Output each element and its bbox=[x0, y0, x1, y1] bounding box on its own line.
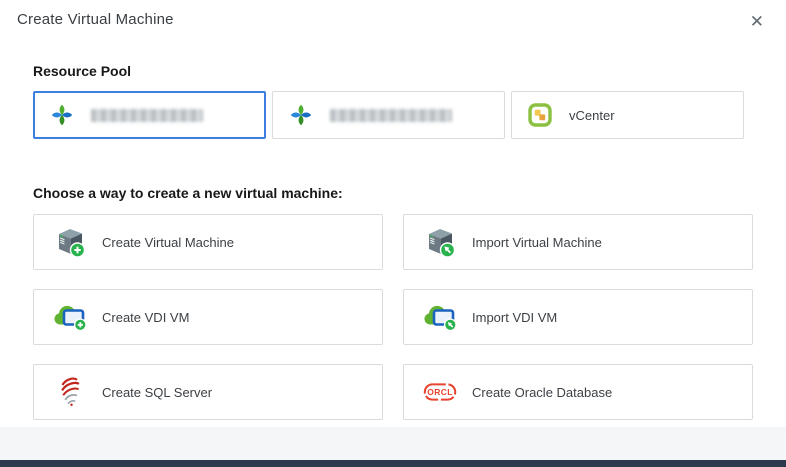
option-label: Create Oracle Database bbox=[472, 384, 613, 400]
cluster-icon bbox=[289, 103, 313, 127]
vdi-import-icon bbox=[423, 301, 457, 333]
redacted-resource-pool-name bbox=[330, 108, 452, 122]
vdi-create-icon bbox=[53, 301, 87, 333]
resource-pool-label: vCenter bbox=[569, 107, 615, 123]
taskbar-edge bbox=[0, 460, 786, 467]
oracle-icon: ORCL bbox=[423, 376, 457, 408]
resource-pool-item-vcenter[interactable]: vCenter bbox=[511, 91, 744, 139]
option-label: Create SQL Server bbox=[102, 384, 213, 400]
dialog-title: Create Virtual Machine bbox=[17, 11, 174, 28]
server-create-icon bbox=[53, 226, 87, 258]
import-vdi-vm-card[interactable]: Import VDI VM bbox=[403, 289, 753, 345]
import-virtual-machine-card[interactable]: Import Virtual Machine bbox=[403, 214, 753, 270]
create-vdi-vm-card[interactable]: Create VDI VM bbox=[33, 289, 383, 345]
resource-pool-heading: Resource Pool bbox=[33, 63, 132, 79]
close-icon[interactable]: ✕ bbox=[746, 12, 768, 32]
create-options-heading: Choose a way to create a new virtual mac… bbox=[33, 185, 343, 201]
option-label: Import Virtual Machine bbox=[472, 234, 602, 250]
create-oracle-database-card[interactable]: ORCL Create Oracle Database bbox=[403, 364, 753, 420]
create-sql-server-card[interactable]: Create SQL Server bbox=[33, 364, 383, 420]
option-label: Create VDI VM bbox=[102, 309, 190, 325]
option-label: Import VDI VM bbox=[472, 309, 558, 325]
dialog-header: Create Virtual Machine ✕ bbox=[0, 0, 786, 32]
resource-pool-item-1[interactable] bbox=[33, 91, 266, 139]
option-label: Create Virtual Machine bbox=[102, 234, 234, 250]
resource-pool-item-2[interactable] bbox=[272, 91, 505, 139]
sql-server-icon bbox=[53, 376, 87, 408]
redacted-resource-pool-name bbox=[91, 108, 203, 122]
create-options-grid: Create Virtual Machine Import Virtual Ma… bbox=[33, 214, 753, 420]
resource-pool-row: vCenter bbox=[33, 91, 753, 139]
cluster-icon bbox=[50, 103, 74, 127]
svg-text:ORCL: ORCL bbox=[427, 387, 453, 397]
server-import-icon bbox=[423, 226, 457, 258]
footer-strip bbox=[0, 427, 786, 460]
vcenter-icon bbox=[528, 103, 552, 127]
dialog-body: Resource Pool bbox=[0, 63, 786, 420]
create-virtual-machine-card[interactable]: Create Virtual Machine bbox=[33, 214, 383, 270]
